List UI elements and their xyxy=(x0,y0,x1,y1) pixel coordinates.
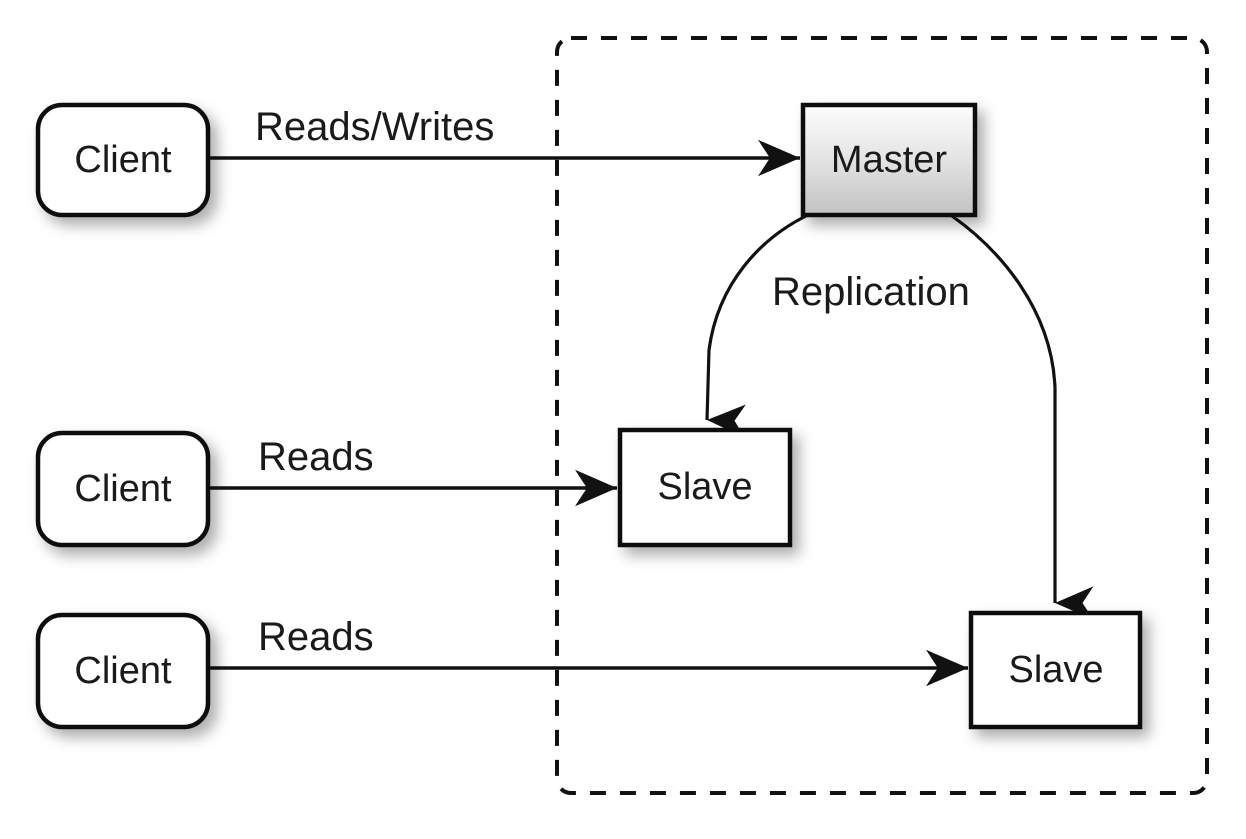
edge-label-reads-slave-1: Reads xyxy=(258,435,374,479)
node-client-3[interactable]: Client xyxy=(35,612,211,730)
slave-1-box[interactable] xyxy=(617,427,793,548)
slave-2-label: Slave xyxy=(1008,649,1103,691)
node-slave-2[interactable]: Slave xyxy=(968,610,1143,730)
replication-cluster-boundary xyxy=(555,36,1209,795)
slave-2-box[interactable] xyxy=(968,610,1143,730)
edge-label-reads-writes: Reads/Writes xyxy=(255,105,494,149)
node-client-2[interactable]: Client xyxy=(35,430,211,548)
edge-label-replication: Replication xyxy=(772,270,970,314)
slave-1-label: Slave xyxy=(657,466,752,508)
client-3-label: Client xyxy=(74,650,172,692)
master-box[interactable] xyxy=(800,102,978,218)
edge-master-slave2 xyxy=(951,214,1094,620)
client-2-label: Client xyxy=(74,468,172,510)
node-master[interactable]: Master xyxy=(800,102,978,218)
master-label: Master xyxy=(831,139,947,181)
client-1-box[interactable] xyxy=(35,102,211,218)
edge-label-reads-slave-2: Reads xyxy=(258,615,374,659)
client-3-box[interactable] xyxy=(35,612,211,730)
client-2-box[interactable] xyxy=(35,430,211,548)
node-client-1[interactable]: Client xyxy=(35,102,211,218)
node-slave-1[interactable]: Slave xyxy=(617,427,793,548)
client-1-label: Client xyxy=(74,139,172,181)
edge-master-slave1 xyxy=(705,214,807,438)
